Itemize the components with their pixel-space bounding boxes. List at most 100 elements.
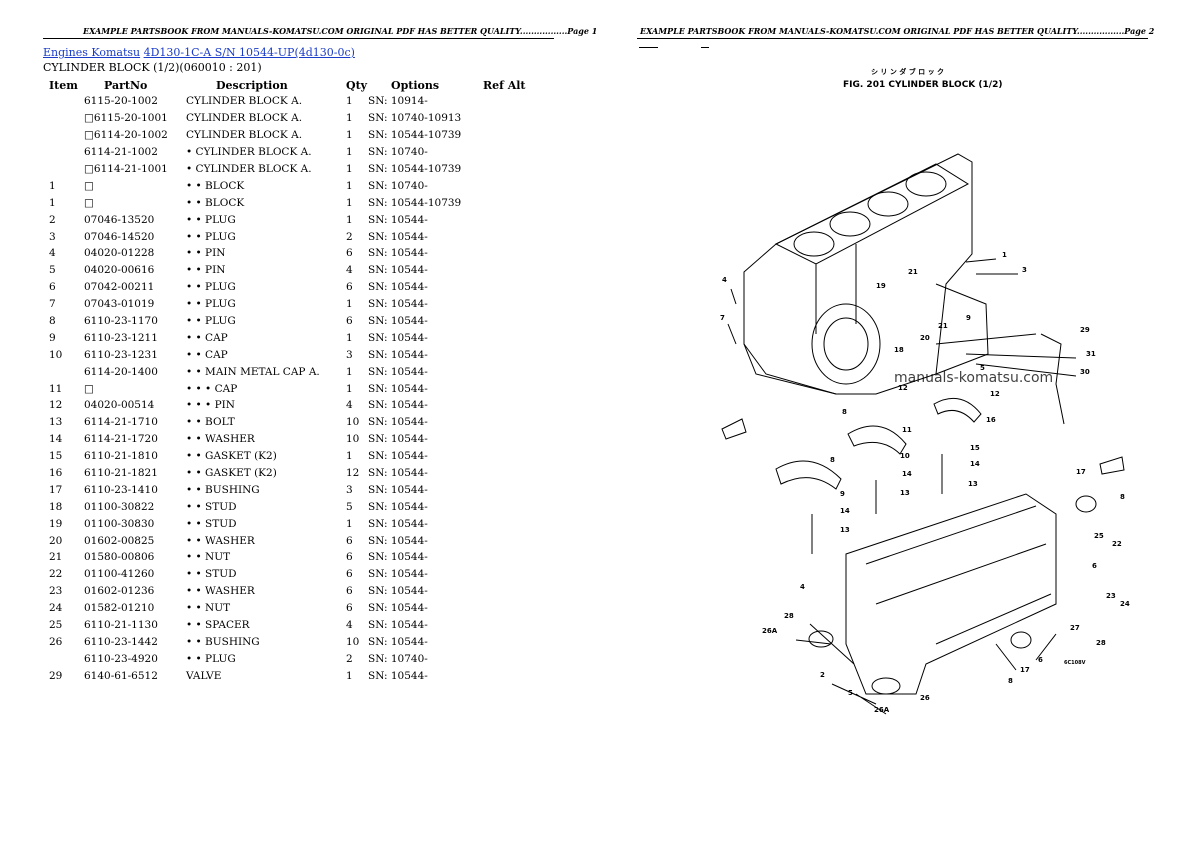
cell-options: SN: 10544- [368,315,428,328]
callout-label: 28 [1096,639,1106,647]
cell-item: 24 [49,602,63,615]
col-header-qty: Qty [346,78,368,92]
cell-options: SN: 10544- [368,500,428,513]
cell-description: • • PLUG [186,652,236,665]
callout-label: 17 [1020,666,1030,674]
callout-label: 14 [970,460,980,468]
cell-partno: 6110-23-4920 [84,652,158,665]
cell-qty: 10 [346,635,360,648]
cell-description: • • NUT [186,551,231,564]
callout-label: 26A [762,627,778,635]
header-rule-right [637,38,1148,39]
cell-item [43,127,84,144]
header-rule-left [43,38,554,39]
cell-item: 4 [49,247,56,260]
cell-description: • • GASKET (K2) [186,450,277,463]
cell-ref-alt [483,211,528,228]
cell-options: SN: 10740- [368,179,428,192]
callout-label: 14 [902,470,912,478]
breadcrumb: Engines Komatsu 4D130-1C-A S/N 10544-UP(… [43,46,355,59]
cell-options: SN: 10544- [368,399,428,412]
page-banner-right: EXAMPLE PARTSBOOK FROM MANUALS-KOMATSU.C… [640,26,1155,36]
callout-label: 21 [938,322,948,330]
direction-arrow-right [1099,456,1125,475]
crankcase-end-bore [811,303,881,385]
callout-label: 8 [842,408,847,416]
callout-label: 13 [900,489,910,497]
cell-qty: 4 [346,264,353,277]
callout-label: 12 [898,384,908,392]
cell-description: • • PLUG [186,281,236,294]
cell-qty: 6 [346,602,353,615]
cell-qty: 12 [346,467,360,480]
callout-label: 5 [980,364,985,372]
cell-qty: 1 [346,112,353,125]
callout-label: 28 [784,612,794,620]
cell-description: • • WASHER [186,534,255,547]
callout-label: 21 [908,268,918,276]
cell-partno: □6114-21-1001 [84,163,168,175]
cell-qty: 6 [346,534,353,547]
cell-partno: 6114-21-1720 [84,433,158,446]
cell-ref-alt [483,532,528,549]
cell-partno: 01602-00825 [84,534,155,547]
cell-partno: 6114-21-1002 [84,146,158,159]
cell-item: 23 [49,585,63,598]
cell-description: • CYLINDER BLOCK A. [186,163,312,175]
cell-partno: 6110-23-1410 [84,483,158,496]
block-top-deck [774,163,970,265]
callout-label: 8 [1008,677,1013,685]
cell-partno: 07043-01019 [84,298,155,311]
cell-ref-alt [483,650,528,667]
cell-qty: 6 [346,247,353,260]
cell-options: SN: 10544- [368,450,428,463]
breadcrumb-link-engines[interactable]: Engines Komatsu [43,46,141,59]
cell-qty: 6 [346,315,353,328]
cell-ref-alt [483,194,528,211]
cell-ref-alt [483,566,528,583]
cell-options: SN: 10544- [368,213,428,226]
cell-item: 25 [49,619,63,632]
cell-description: • • BLOCK [186,196,245,209]
cell-description: • • BUSHING [186,483,260,496]
breadcrumb-link-model[interactable]: 4D130-1C-A S/N 10544-UP(4d130-0c) [143,46,355,59]
callout-label: 26A [874,706,890,714]
cell-item: 26 [49,635,63,648]
cell-item [43,363,84,380]
callout-label: 3 [1022,266,1027,274]
cell-description: • • PLUG [186,315,236,328]
cell-options: SN: 10544- [368,568,428,581]
rule-mark-a [639,47,658,48]
cell-qty: 4 [346,399,353,412]
cell-item: 9 [49,331,56,344]
main-cap-9 [775,460,842,490]
cell-options: SN: 10544-10739 [368,163,462,175]
cell-options: SN: 10544- [368,602,428,615]
valve-pipe-29 [1040,333,1065,425]
callout-label: 15 [970,444,980,452]
cell-partno: 6110-21-1130 [84,619,158,632]
cell-ref-alt [483,93,528,110]
cell-description: • • STUD [186,568,237,581]
callout-label: 17 [1076,468,1086,476]
callout-label: 19 [876,282,886,290]
cell-description: • • PIN [186,247,226,260]
cell-ref-alt [483,414,528,431]
callout-label: 14 [840,507,850,515]
cell-ref-alt [483,515,528,532]
cell-description: • • WASHER [186,433,255,446]
callout-label: 18 [894,346,904,354]
